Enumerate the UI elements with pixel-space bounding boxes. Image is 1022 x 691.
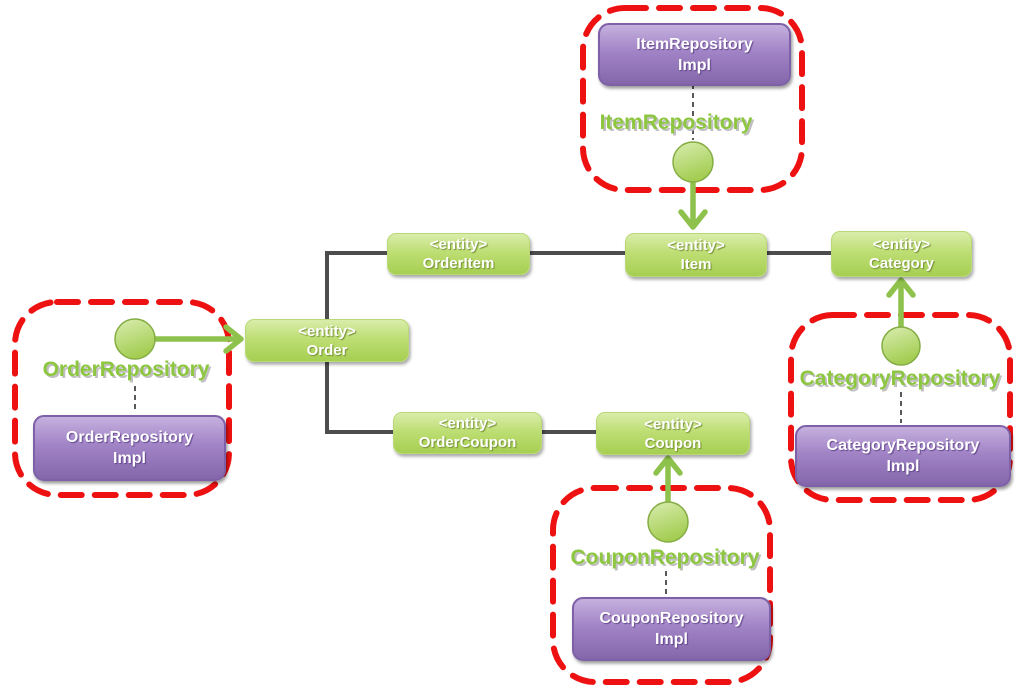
- entity-stereotype: <entity>: [438, 415, 497, 432]
- entity-stereotype: <entity>: [298, 322, 356, 340]
- entity-name: Item: [680, 256, 712, 273]
- entity-stereotype: <entity>: [872, 236, 931, 253]
- arrow-couponrepository-to-coupon: [653, 455, 683, 505]
- entity-box-order: <entity> Order: [245, 319, 409, 362]
- impl-box-itemrepositoryimpl: ItemRepository Impl: [598, 23, 791, 86]
- entity-name: OrderCoupon: [418, 434, 517, 451]
- entity-name: Coupon: [644, 434, 702, 452]
- arrow-categoryrepository-to-category: [886, 277, 916, 331]
- interface-ball-item-repository: [672, 141, 714, 183]
- impl-name-line1: CouponRepository: [599, 610, 744, 627]
- entity-stereotype: <entity>: [644, 415, 702, 433]
- impl-name-line2: Impl: [886, 458, 920, 475]
- entity-box-orderitem: <entity> OrderItem: [387, 233, 530, 275]
- interface-label-categoryrepository: CategoryRepository: [799, 367, 1001, 390]
- interface-ball-coupon-repository: [647, 501, 689, 543]
- entity-box-ordercoupon: <entity> OrderCoupon: [393, 412, 542, 454]
- entity-stereotype: <entity>: [429, 236, 488, 253]
- group-border-coupon-repository: [550, 485, 773, 685]
- impl-name-line1: OrderRepository: [65, 429, 194, 446]
- interface-ball-order-repository: [114, 318, 156, 360]
- entity-stereotype: <entity>: [667, 237, 725, 254]
- entity-name: Order: [306, 341, 348, 359]
- arrow-orderrepository-to-order: [152, 324, 244, 354]
- entity-name: Category: [868, 255, 935, 272]
- entity-name: OrderItem: [422, 255, 495, 272]
- impl-name-line2: Impl: [655, 631, 688, 648]
- impl-name-line1: ItemRepository: [636, 35, 753, 53]
- group-border-order-repository: [12, 299, 232, 498]
- impl-box-orderrepositoryimpl: OrderRepository Impl: [33, 415, 226, 481]
- impl-name-line1: CategoryRepository: [826, 437, 980, 454]
- interface-label-orderrepository: OrderRepository: [42, 358, 210, 381]
- arrow-itemrepository-to-item: [678, 179, 708, 230]
- group-border-item-repository: [580, 5, 805, 193]
- impl-box-couponrepositoryimpl: CouponRepository Impl: [572, 597, 771, 661]
- interface-label-itemrepository: ItemRepository: [599, 111, 753, 134]
- impl-name-line2: Impl: [113, 450, 146, 467]
- interface-label-couponrepository: CouponRepository: [570, 546, 760, 569]
- impl-box-categoryrepositoryimpl: CategoryRepository Impl: [795, 425, 1011, 487]
- impl-name-line2: Impl: [678, 56, 711, 74]
- entity-box-category: <entity> Category: [831, 231, 972, 277]
- entity-box-item: <entity> Item: [625, 233, 767, 277]
- interface-ball-category-repository: [881, 326, 921, 366]
- entity-box-coupon: <entity> Coupon: [596, 412, 750, 455]
